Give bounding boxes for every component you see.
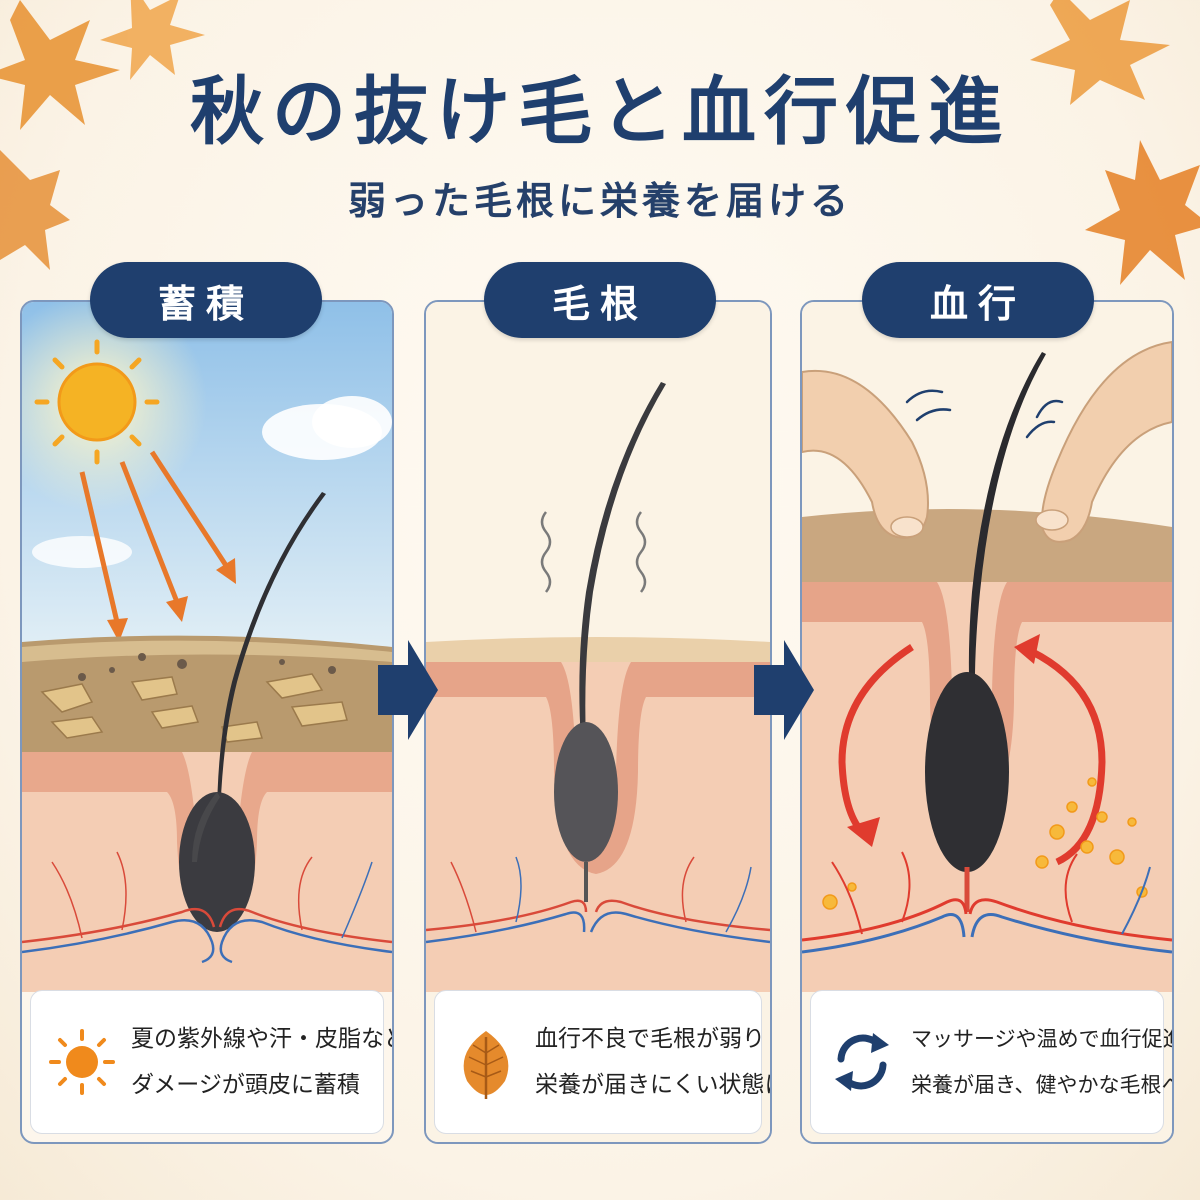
- maple-leaf-icon: [1030, 0, 1170, 105]
- panel-accumulation: 夏の紫外線や汗・皮脂など ダメージが頭皮に蓄積: [20, 300, 394, 1144]
- scalp-damage-illustration: [22, 302, 392, 992]
- caption-line: ダメージが頭皮に蓄積: [131, 1072, 360, 1098]
- maple-leaf-icon: [1085, 140, 1200, 285]
- panel-hair-root: 血行不良で毛根が弱り 栄養が届きにくい状態に: [424, 300, 772, 1144]
- sun-icon: [34, 339, 160, 465]
- badge-hair-root: 毛根: [484, 262, 716, 338]
- caption-line: 栄養が届きにくい状態に: [535, 1072, 772, 1098]
- next-step-arrow-icon: [754, 640, 814, 740]
- caption-line: 夏の紫外線や汗・皮脂など: [131, 1026, 394, 1052]
- cycle-arrows-icon: [835, 1033, 889, 1091]
- caption-box: マッサージや温めで血行促進 栄養が届き、健やかな毛根へ: [810, 990, 1172, 1134]
- badge-blood-flow: 血行: [862, 262, 1094, 338]
- badge-accumulation: 蓄積: [90, 262, 322, 338]
- maple-leaf-icon: [0, 0, 205, 130]
- maple-leaf-icon: [0, 150, 70, 270]
- sun-icon: [49, 1029, 115, 1095]
- caption-line: 血行不良で毛根が弱り: [535, 1026, 765, 1052]
- caption-box: 夏の紫外線や汗・皮脂など ダメージが頭皮に蓄積: [30, 990, 392, 1134]
- caption-box: 血行不良で毛根が弱り 栄養が届きにくい状態に: [434, 990, 770, 1134]
- caption-line: マッサージや温めで血行促進: [911, 1027, 1174, 1051]
- panel-blood-flow: マッサージや温めで血行促進 栄養が届き、健やかな毛根へ: [800, 300, 1174, 1144]
- caption-line: 栄養が届き、健やかな毛根へ: [911, 1073, 1174, 1097]
- page-title: 秋の抜け毛と血行促進: [190, 69, 1010, 155]
- page-subtitle: 弱った毛根に栄養を届ける: [347, 178, 852, 223]
- leaf-icon: [463, 1031, 509, 1099]
- next-step-arrow-icon: [378, 640, 438, 740]
